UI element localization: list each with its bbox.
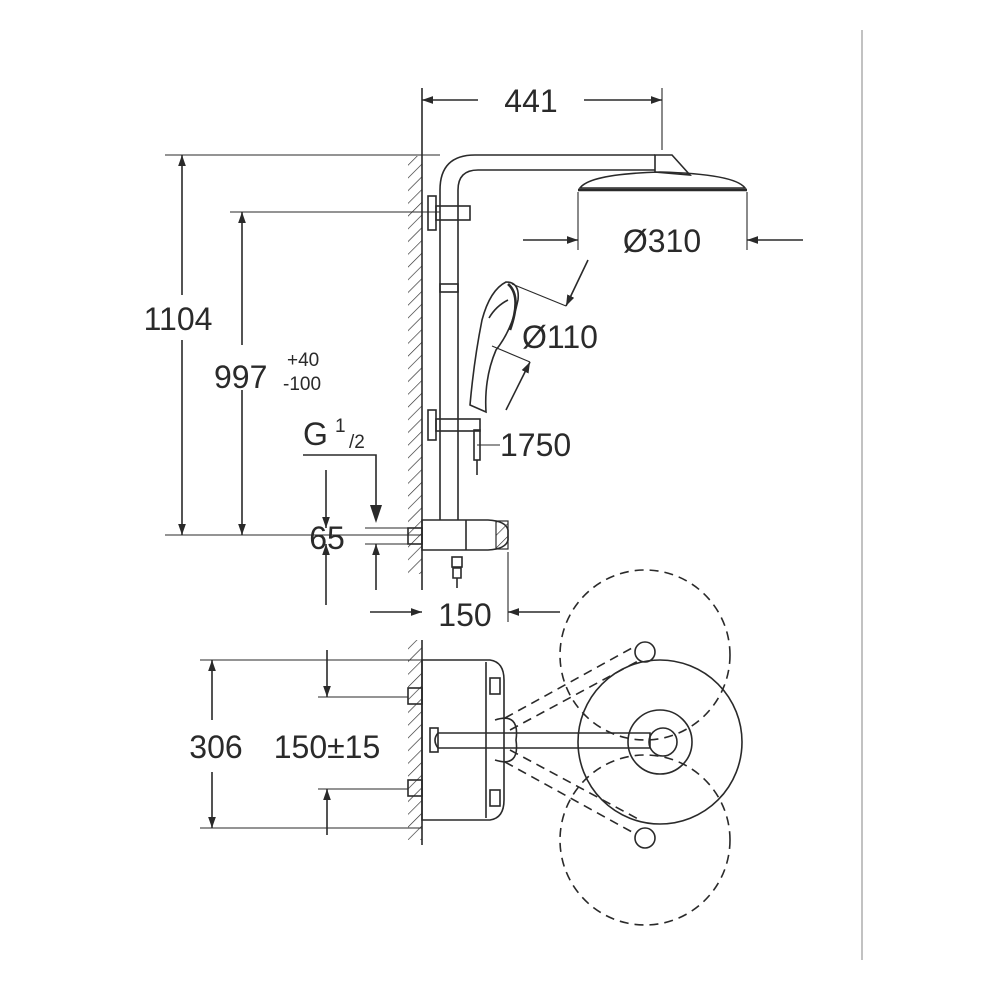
dim-150-15-label: 150±15 [274, 729, 381, 765]
head-shower-side [578, 154, 747, 192]
dim-306: 306 [189, 659, 422, 829]
dim-110: Ø110 [491, 259, 598, 411]
thermostat-side [407, 519, 509, 588]
dim-1750-label: 1750 [500, 427, 571, 463]
dim-65-label: 65 [309, 520, 345, 556]
dim-65: 65 [309, 470, 408, 605]
dim-441: 441 [422, 83, 663, 150]
side-view: 441 Ø310 Ø110 1750 11 [144, 83, 803, 633]
dim-1104: 1104 [144, 154, 440, 536]
dim-310-label: Ø310 [623, 223, 701, 259]
dim-997-tol-minus: -100 [283, 374, 321, 395]
thermostat-top [407, 659, 505, 821]
dim-441-label: 441 [504, 83, 557, 119]
dim-150-label: 150 [438, 597, 491, 633]
thread-g-label: G [303, 416, 328, 452]
thread-g-half: G 1 /2 [303, 416, 382, 523]
dim-997-tol-plus: +40 [287, 350, 319, 371]
dim-110-label: Ø110 [522, 319, 598, 355]
dim-1750: 1750 [477, 427, 571, 463]
shower-riser [427, 154, 655, 520]
dim-150: 150 [370, 552, 560, 633]
dim-1104-label: 1104 [144, 301, 213, 337]
shower-arm-top [429, 659, 743, 825]
wall-side [408, 88, 423, 590]
thread-numerator: 1 [335, 416, 346, 437]
dim-310: Ø310 [523, 192, 803, 259]
dim-306-label: 306 [189, 729, 242, 765]
dim-997-label: 997 [214, 359, 267, 395]
wall-top [408, 640, 423, 845]
thread-denominator: /2 [349, 432, 365, 453]
dim-150-15: 150±15 [274, 650, 408, 835]
dim-997: 997 +40 -100 [214, 211, 440, 535]
top-view: 306 150±15 [189, 569, 743, 926]
